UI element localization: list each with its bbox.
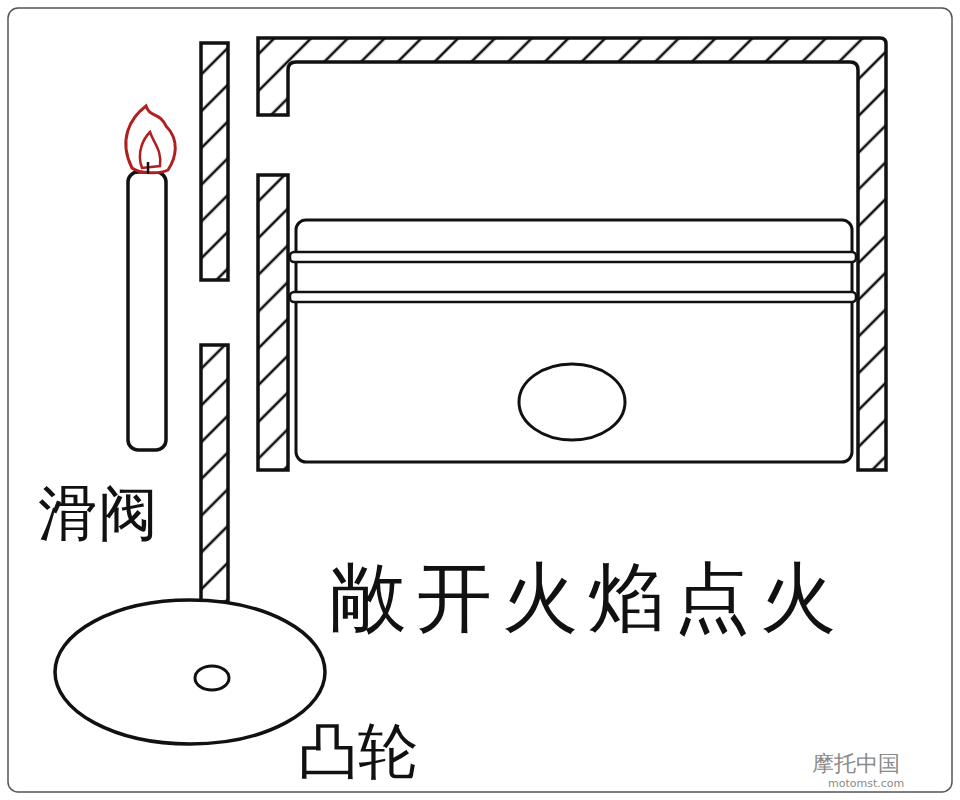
cam [55,600,325,744]
piston-ring [290,252,856,262]
watermark: 摩托中国 [812,752,900,776]
watermark: motomst.com [828,778,904,790]
piston-ring [290,292,856,302]
candle [128,172,166,450]
diagram-title: 敞开火焰点火 [330,556,846,640]
wick [147,162,150,174]
piston-pin [519,364,625,440]
cylinder-head-wall [258,38,886,470]
part-label: 滑阀 [38,480,158,546]
cylinder-left-wall [258,175,288,470]
slide-valve-lower [201,345,228,602]
flame [126,106,175,173]
cam-shaft-hole [195,666,229,690]
slide-valve-upper [201,43,228,280]
frame [8,8,952,792]
part-label: 凸轮 [298,718,418,784]
flame-core [140,132,160,168]
